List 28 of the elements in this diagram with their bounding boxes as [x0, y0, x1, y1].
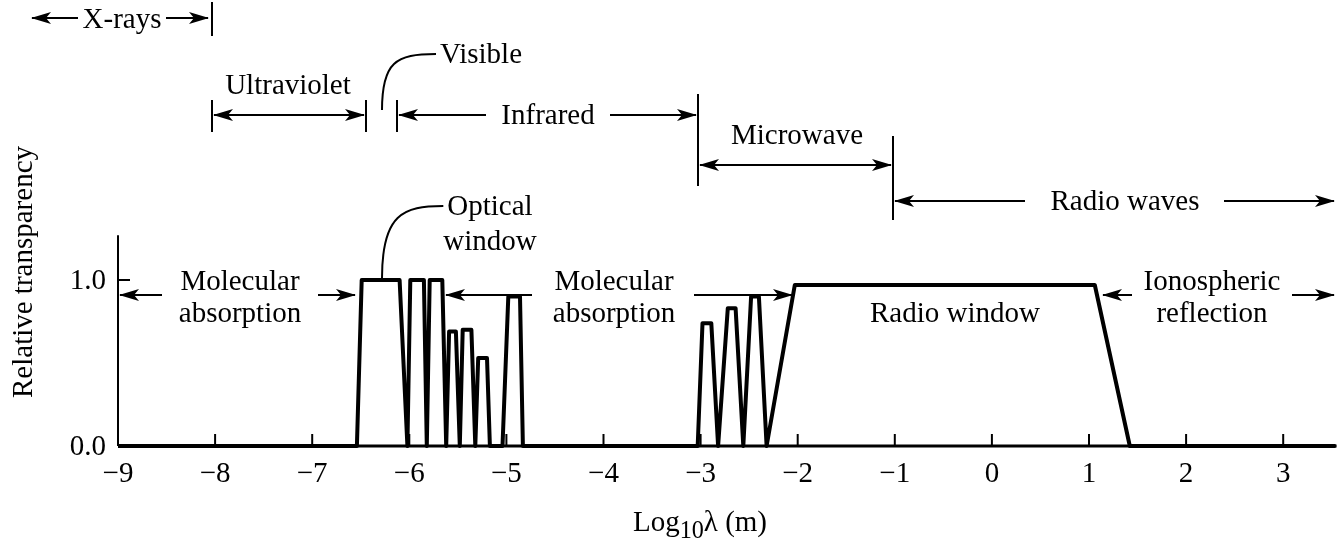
leader-line	[381, 205, 445, 279]
tick-label: −1	[879, 456, 911, 488]
tick-label: −4	[588, 456, 619, 488]
region-label: Molecular absorption	[177, 264, 303, 328]
axis-title: Log$_{10}$λ (m)	[632, 505, 768, 545]
band-label: Ultraviolet	[225, 68, 351, 100]
tick-label: −2	[782, 456, 814, 488]
tick-label: 0	[984, 456, 1000, 488]
band-label: Radio waves	[1050, 184, 1200, 216]
tick-label: 1.0	[69, 263, 106, 295]
tick-label: 3	[1275, 456, 1291, 488]
region-label: Molecular absorption	[551, 264, 677, 328]
tick-label: 2	[1178, 456, 1194, 488]
band-label: X-rays	[82, 2, 162, 34]
region-label: Ionospheric reflection	[1142, 264, 1282, 328]
leader-line	[381, 53, 437, 111]
tick-label: −8	[199, 456, 231, 488]
annotation-text: Optical window	[425, 188, 555, 258]
axis-title: Relative transparency	[6, 146, 38, 398]
tick-label: −3	[685, 456, 716, 488]
tick-label: −5	[490, 456, 522, 488]
region-label: Radio window	[870, 296, 1040, 328]
tick-label: 1	[1081, 456, 1097, 488]
band-label: Infrared	[501, 98, 595, 130]
tick-label: −6	[393, 456, 425, 488]
annotation-text: Visible	[440, 36, 523, 71]
band-label: Microwave	[730, 118, 864, 150]
tick-label: −7	[296, 456, 328, 488]
